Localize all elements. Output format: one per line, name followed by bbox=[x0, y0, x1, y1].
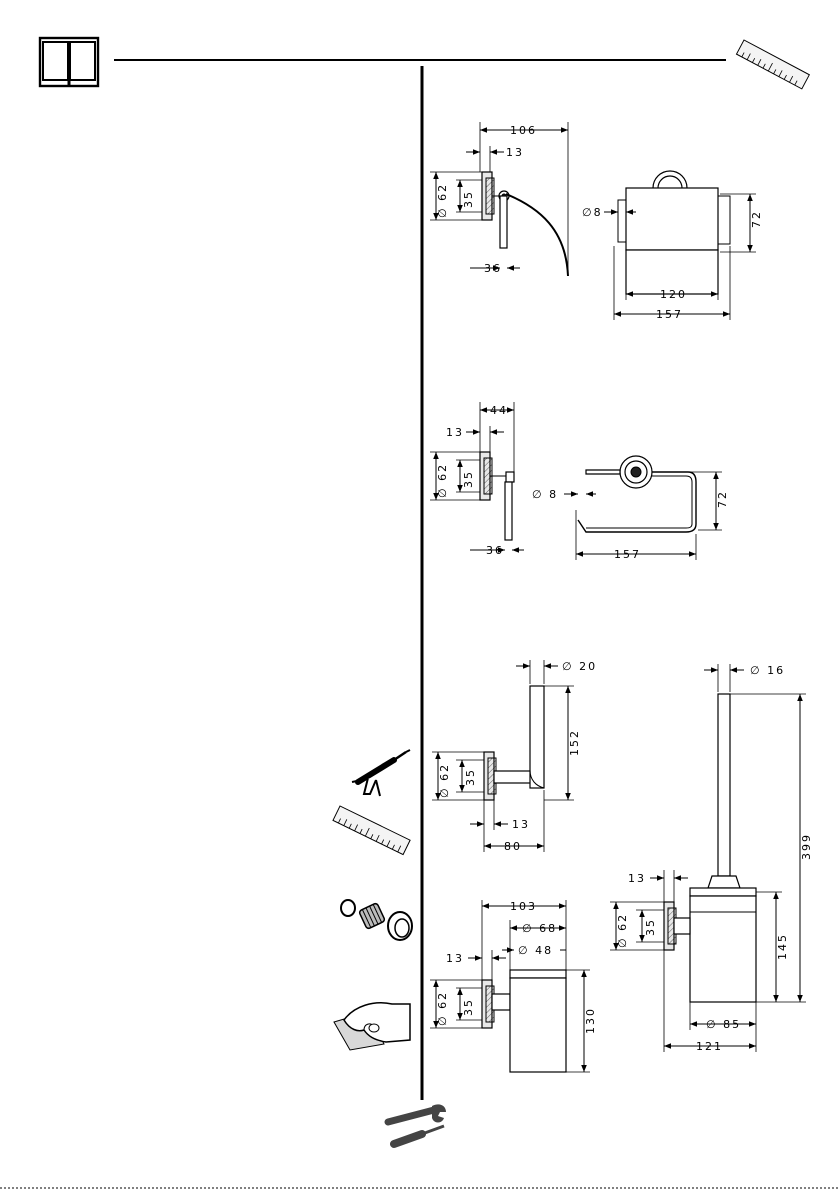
dim-121: 121 bbox=[696, 1040, 723, 1053]
dim-35: 35 bbox=[462, 190, 475, 208]
dim-13: 13 bbox=[446, 952, 464, 965]
hand-cloth-icon bbox=[334, 1003, 410, 1050]
dim-d16: ∅ 16 bbox=[750, 664, 785, 677]
dim-d62: ∅ 62 bbox=[436, 991, 449, 1026]
dim-152: 152 bbox=[568, 729, 581, 756]
dim-157: 157 bbox=[656, 308, 683, 321]
dim-d62: ∅ 62 bbox=[436, 463, 449, 498]
dim-d62: ∅ 62 bbox=[438, 763, 451, 798]
dim-72: 72 bbox=[716, 490, 729, 508]
dim-157: 157 bbox=[614, 548, 641, 561]
dim-120: 120 bbox=[660, 288, 687, 301]
dowel-parts-icon bbox=[341, 900, 412, 940]
holder-cover-front-view: ∅8 72 120 157 bbox=[582, 171, 763, 321]
dim-35: 35 bbox=[462, 998, 475, 1016]
dim-35: 35 bbox=[462, 470, 475, 488]
dim-399: 399 bbox=[800, 833, 813, 860]
dim-d8: ∅8 bbox=[582, 206, 603, 219]
dim-106: 106 bbox=[510, 124, 537, 137]
spare-holder-view: ∅ 20 152 ∅ 62 35 13 80 bbox=[432, 660, 597, 853]
dim-d62: ∅ 62 bbox=[616, 913, 629, 948]
dim-d68: ∅ 68 bbox=[522, 922, 557, 935]
holder-open-side-view: 44 13 ∅ 62 35 36 bbox=[430, 402, 524, 557]
dim-35: 35 bbox=[644, 918, 657, 936]
dim-d85: ∅ 85 bbox=[706, 1018, 741, 1031]
dim-13: 13 bbox=[506, 146, 524, 159]
dim-36: 36 bbox=[486, 544, 504, 557]
dim-13: 13 bbox=[628, 872, 646, 885]
dim-13: 13 bbox=[446, 426, 464, 439]
dim-d62: ∅ 62 bbox=[436, 183, 449, 218]
tumbler-view: 103 ∅ 68 ∅ 48 13 ∅ 62 35 130 bbox=[430, 900, 597, 1072]
dim-130: 130 bbox=[584, 1007, 597, 1034]
dim-145: 145 bbox=[776, 933, 789, 960]
dim-80: 80 bbox=[504, 840, 522, 853]
dim-35: 35 bbox=[464, 768, 477, 786]
holder-open-front-view: ∅ 8 72 157 bbox=[532, 456, 729, 561]
dim-103: 103 bbox=[510, 900, 537, 913]
dim-13: 13 bbox=[512, 818, 530, 831]
ruler-icon bbox=[736, 40, 809, 89]
dim-44: 44 bbox=[490, 404, 508, 417]
holder-cover-side-view: 106 13 ∅ 62 35 36 bbox=[430, 122, 568, 276]
caulk-gun-icon bbox=[352, 750, 410, 796]
open-book-icon bbox=[40, 38, 98, 86]
dim-d8: ∅ 8 bbox=[532, 488, 558, 501]
dim-36: 36 bbox=[484, 262, 502, 275]
dim-d48: ∅ 48 bbox=[518, 944, 553, 957]
wrench-screwdriver-icon bbox=[388, 1104, 446, 1144]
ruler-icon bbox=[333, 806, 410, 855]
dim-72: 72 bbox=[750, 210, 763, 228]
dim-d20: ∅ 20 bbox=[562, 660, 597, 673]
brush-set-view: ∅ 16 399 145 13 ∅ 62 35 ∅ 85 121 bbox=[610, 664, 813, 1053]
